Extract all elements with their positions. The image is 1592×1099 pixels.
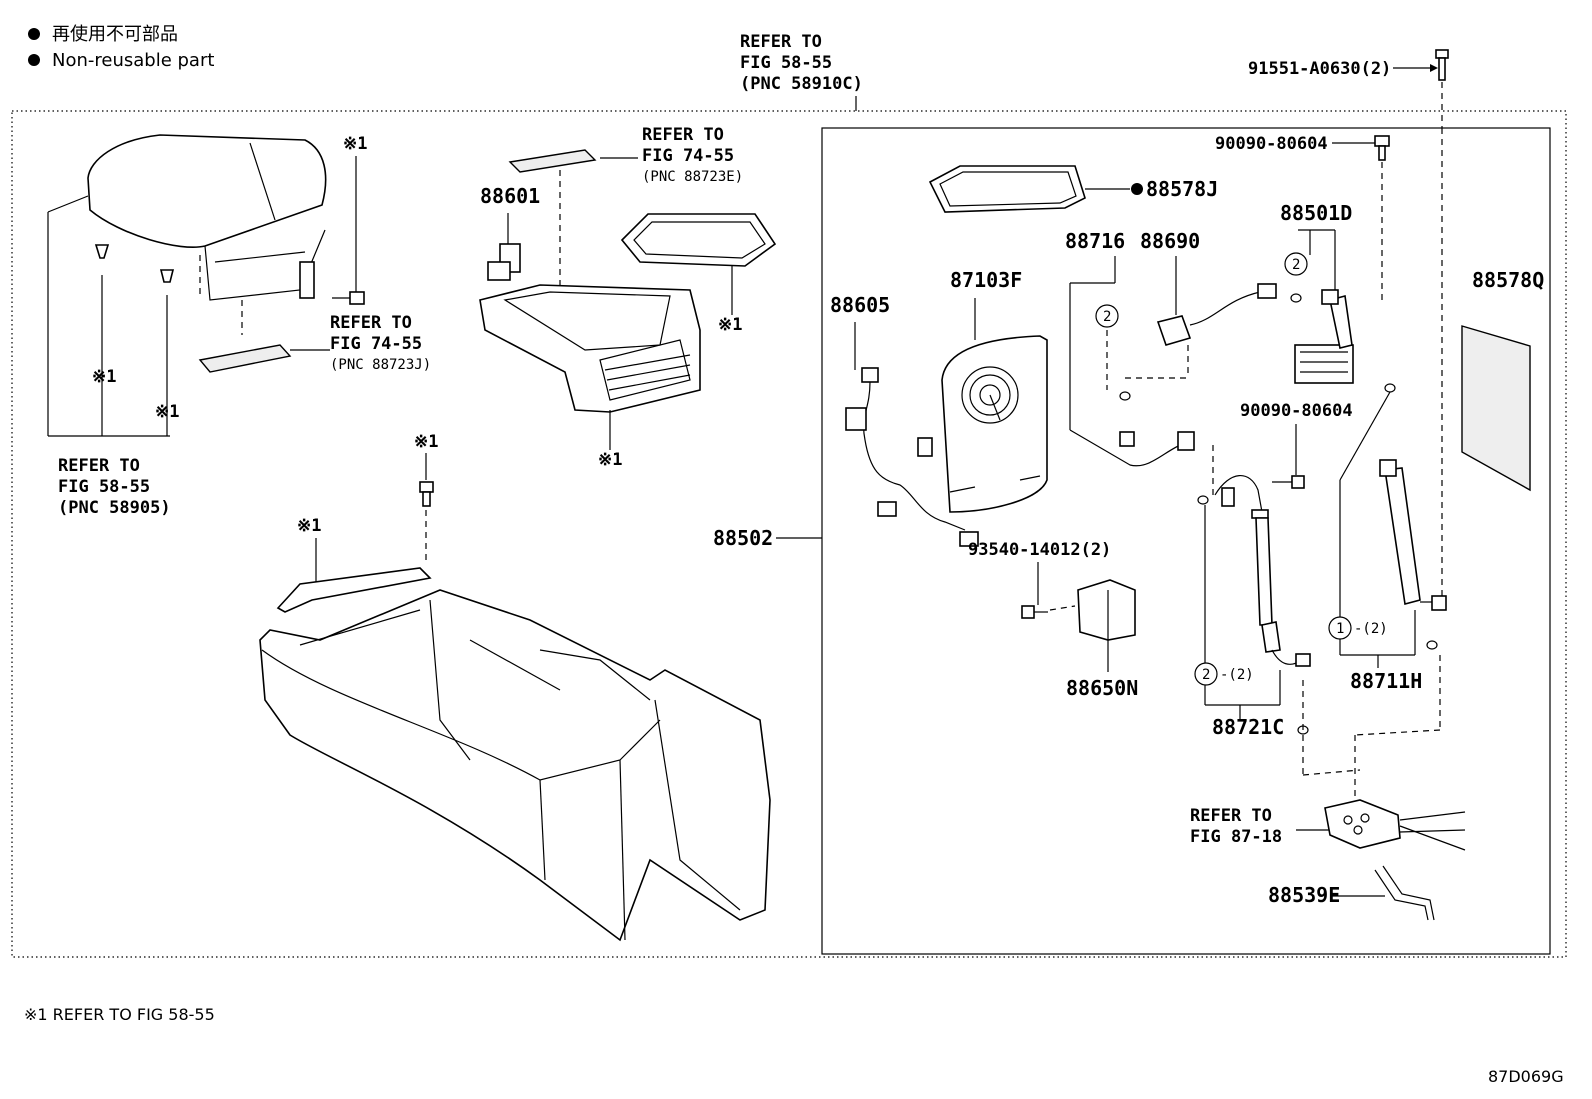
legend-jp: 再使用不可部品 (52, 24, 178, 45)
callout-number: 2 (1103, 309, 1111, 325)
part-console-body (259, 589, 771, 942)
part-88501D: 88501D 2 (1280, 201, 1354, 384)
ref-line: FIG 74-55 (642, 146, 734, 166)
part-label: 88650N (1066, 676, 1138, 700)
part-88578J: 88578J (928, 165, 1218, 213)
ref-line: FIG 58-55 (740, 53, 832, 73)
part-label: 88578J (1146, 177, 1218, 201)
note-mark: ※1 (343, 134, 367, 154)
part-label: 90090-80604 (1240, 401, 1353, 421)
part-label: 88711H (1350, 669, 1422, 693)
ref-line: FIG 58-55 (58, 477, 150, 497)
callout-qty: -(2) (1354, 621, 1388, 637)
part-93540: 93540-14012(2) (968, 540, 1111, 619)
part-label: 90090-80604 (1215, 134, 1328, 154)
legend: 再使用不可部品 Non-reusable part (28, 24, 214, 71)
part-87103F: 87103F (941, 268, 1048, 513)
part-label: 88502 (713, 526, 773, 550)
part-label: 88601 (480, 184, 540, 208)
part-label: 87103F (950, 268, 1022, 292)
callout-number: 2 (1292, 257, 1300, 273)
ref-top-center: REFER TO FIG 58-55 (PNC 58910C) (740, 32, 863, 111)
non-reusable-bullet-icon (28, 28, 40, 40)
ref-line: FIG 87-18 (1190, 827, 1282, 847)
part-91551: 91551-A0630(2) (1248, 49, 1449, 600)
part-88650N: 88650N (1066, 579, 1138, 700)
ref-line: REFER TO (642, 125, 724, 145)
sub-assembly-frame (821, 127, 1551, 955)
non-reusable-bullet-icon (28, 54, 40, 66)
legend-en: Non-reusable part (52, 50, 214, 71)
part-label: 88721C (1212, 715, 1284, 739)
ref-compressor: REFER TO FIG 87-18 (1190, 799, 1466, 851)
part-label: 88605 (830, 293, 890, 317)
note-mark: ※1 (155, 402, 179, 422)
part-label: 93540-14012(2) (968, 540, 1111, 560)
part-lid-screw: ※1 (332, 134, 367, 305)
assembly-frame (11, 110, 1567, 958)
part-console-bracket: ※1 (276, 516, 432, 613)
ref-lid-pad: REFER TO FIG 74-55 (PNC 88723J) (198, 313, 431, 373)
part-console-box: ※1 (479, 284, 701, 470)
ref-line: REFER TO (1190, 806, 1272, 826)
ref-line: (PNC 88723J) (330, 357, 431, 373)
part-label: 88716 (1065, 229, 1125, 253)
ref-line: (PNC 88723E) (642, 169, 743, 185)
part-88502: 88502 (713, 526, 822, 550)
part-label: 88539E (1268, 883, 1340, 907)
part-label: 88578Q (1472, 268, 1544, 292)
ref-line: REFER TO (58, 456, 140, 476)
note-mark: ※1 (92, 367, 116, 387)
part-console-screw: ※1 (414, 432, 438, 565)
part-88539E: 88539E (1268, 865, 1435, 921)
part-label: 88690 (1140, 229, 1200, 253)
part-88690: 88690 (1125, 229, 1277, 379)
part-armrest-lid: ※1 ※1 (47, 134, 327, 437)
callout-qty: -(2) (1220, 667, 1254, 683)
ref-line: (PNC 58910C) (740, 74, 863, 94)
ref-lid-left: REFER TO FIG 58-55 (PNC 58905) (58, 456, 171, 518)
ref-line: REFER TO (330, 313, 412, 333)
part-box-gasket: ※1 (620, 213, 777, 335)
callout-number: 1 (1336, 621, 1344, 637)
ref-line: (PNC 58905) (58, 498, 171, 518)
note-mark: ※1 (297, 516, 321, 536)
ref-box-pad: REFER TO FIG 74-55 (PNC 88723E) (508, 125, 743, 285)
part-label: 88501D (1280, 201, 1352, 225)
part-88711H: 1 -(2) 88711H (1328, 383, 1447, 800)
ref-line: REFER TO (740, 32, 822, 52)
figure-code: 87D069G (1488, 1067, 1564, 1086)
part-90090-a: 90090-80604 (1215, 134, 1390, 300)
part-88721C: 2 -(2) 88721C (1194, 445, 1361, 776)
part-88578Q: 88578Q (1461, 268, 1544, 492)
part-88716: 88716 2 (1065, 229, 1195, 467)
part-label: 91551-A0630(2) (1248, 59, 1391, 79)
part-88601: 88601 (480, 184, 540, 281)
part-88605: 88605 (830, 293, 979, 547)
footnote: ※1 REFER TO FIG 58-55 (24, 1005, 215, 1024)
note-mark: ※1 (414, 432, 438, 452)
callout-number: 2 (1202, 667, 1210, 683)
ref-line: FIG 74-55 (330, 334, 422, 354)
note-mark: ※1 (718, 315, 742, 335)
part-90090-b: 90090-80604 (1240, 401, 1353, 489)
note-mark: ※1 (598, 450, 622, 470)
